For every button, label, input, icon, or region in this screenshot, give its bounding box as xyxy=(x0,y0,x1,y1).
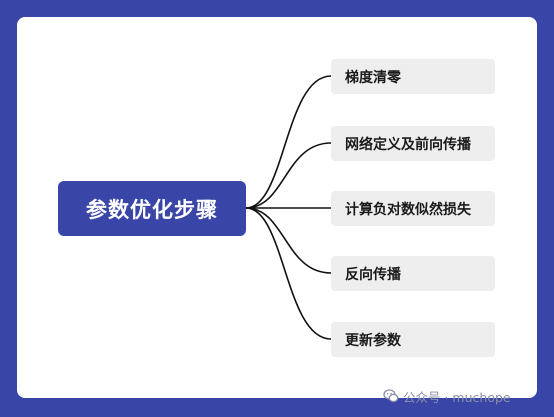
child-node-5: 更新参数 xyxy=(331,322,495,357)
child-node-3: 计算负对数似然损失 xyxy=(331,191,495,226)
root-node-label: 参数优化步骤 xyxy=(86,197,218,222)
wechat-icon xyxy=(383,389,399,403)
edge-to-child-4 xyxy=(245,207,332,274)
child-node-4: 反向传播 xyxy=(331,256,495,291)
edge-to-child-5 xyxy=(245,207,332,340)
watermark-text: 公众号 · muchope xyxy=(403,389,511,405)
edge-to-child-2 xyxy=(245,142,332,209)
child-node-label: 网络定义及前向传播 xyxy=(345,136,471,153)
child-node-2: 网络定义及前向传播 xyxy=(331,126,495,161)
child-node-1: 梯度清零 xyxy=(331,59,495,94)
child-node-label: 反向传播 xyxy=(345,266,401,283)
root-node: 参数优化步骤 xyxy=(58,181,246,236)
edge-to-child-1 xyxy=(245,75,332,209)
child-node-label: 梯度清零 xyxy=(345,69,401,86)
watermark: 公众号 · muchope xyxy=(383,385,511,407)
child-node-label: 计算负对数似然损失 xyxy=(345,201,471,218)
child-node-label: 更新参数 xyxy=(345,332,401,349)
